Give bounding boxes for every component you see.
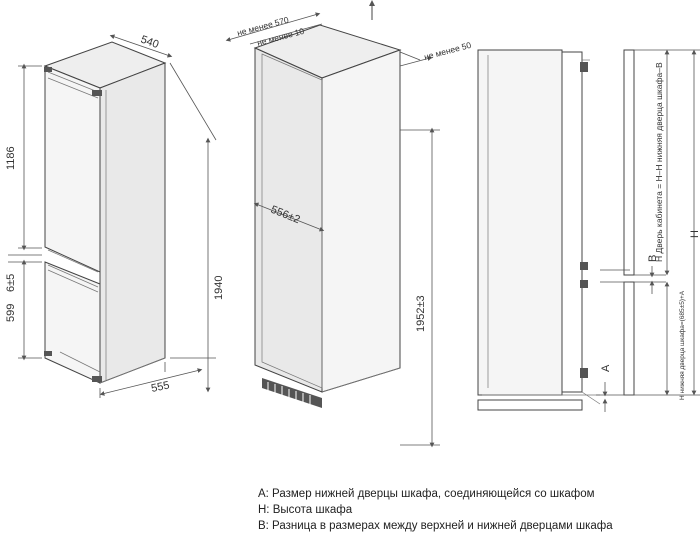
legend-a: A: Размер нижней дверцы шкафа, соединяющ…: [258, 488, 595, 500]
niche-drawing: [253, 0, 402, 408]
refrigerator-drawing: [43, 41, 167, 384]
dim-upper-height: 1186: [5, 146, 17, 170]
fridge-dimensions: 540 1186 6±5 599 1940 555: [5, 34, 225, 398]
dim-total-height: 1940: [213, 276, 225, 300]
dim-top-depth: 540: [139, 34, 160, 52]
dim-lower-height: 599: [5, 304, 17, 322]
label-h: H: [689, 230, 700, 238]
dim-gap: 6±5: [5, 274, 17, 292]
legend-b: B: Разница в размерах между верхней и ни…: [258, 520, 613, 532]
side-elevation-drawing: [477, 49, 700, 412]
door-dimension-labels: A B H H Дверь кабинета = H–H нижняя двер…: [600, 62, 700, 400]
label-a: A: [600, 364, 612, 372]
label-upper-door-formula: H Дверь кабинета = H–H нижняя дверца шка…: [654, 62, 664, 262]
legend-h: H: Высота шкафа: [258, 504, 353, 516]
dim-min-gap-50: не менее 50: [423, 40, 473, 62]
dim-bottom-depth: 555: [150, 379, 170, 395]
label-lower-door-formula: H нижняя дверца шкафа=(685±5)+A: [679, 290, 686, 400]
dim-niche-height: 1952±3: [415, 295, 427, 332]
label-b: B: [647, 255, 659, 262]
legend: A: Размер нижней дверцы шкафа, соединяющ…: [258, 486, 613, 534]
